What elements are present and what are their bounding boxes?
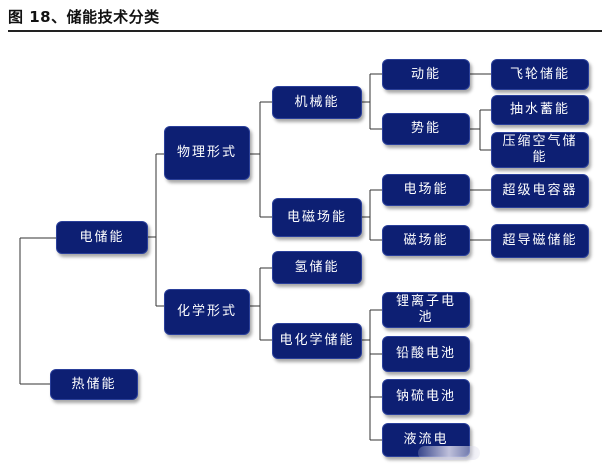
node-potential: 势能 — [382, 113, 470, 145]
node-pumped-hydro: 抽水蓄能 — [491, 95, 589, 125]
node-electric-storage: 电储能 — [56, 221, 148, 254]
node-electromagnetic-field: 电磁场能 — [272, 198, 362, 237]
node-lithium-ion: 锂离子电池 — [382, 292, 470, 328]
node-magnetic-field: 磁场能 — [382, 225, 470, 256]
watermark-blur — [418, 446, 480, 460]
node-electrochemical: 电化学储能 — [272, 323, 362, 359]
page-title: 图 18、储能技术分类 — [8, 8, 160, 26]
node-physical-form: 物理形式 — [164, 126, 250, 180]
node-sodium-sulfur: 钠硫电池 — [382, 379, 470, 415]
node-kinetic: 动能 — [382, 59, 470, 90]
node-flywheel: 飞轮储能 — [491, 59, 589, 90]
title-divider — [8, 30, 602, 32]
node-lead-acid: 铅酸电池 — [382, 336, 470, 372]
node-electric-field: 电场能 — [382, 174, 470, 206]
node-mechanical: 机械能 — [272, 86, 362, 119]
node-hydrogen: 氢储能 — [272, 251, 362, 284]
node-compressed-air: 压缩空气储能 — [491, 132, 589, 168]
node-superconducting: 超导磁储能 — [491, 224, 589, 258]
node-thermal-storage: 热储能 — [50, 369, 138, 400]
node-chemical-form: 化学形式 — [164, 289, 250, 335]
node-supercapacitor: 超级电容器 — [491, 174, 589, 208]
